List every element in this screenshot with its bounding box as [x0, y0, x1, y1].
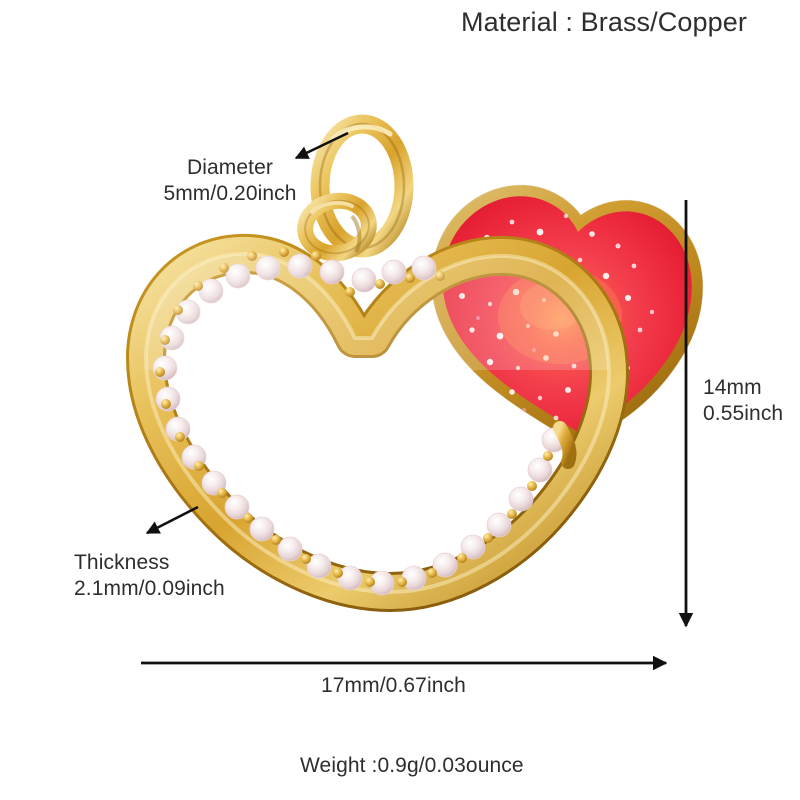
thickness-leader-arrow	[145, 505, 199, 535]
thickness-annotation-label: Thickness 2.1mm/0.09inch	[74, 551, 225, 600]
weight-label: Weight :0.9g/0.03ounce	[300, 754, 524, 777]
material-label: Material : Brass/Copper	[461, 7, 747, 37]
jump-ring-group	[297, 114, 414, 262]
heart-connector	[553, 421, 577, 469]
diameter-leader-arrow	[294, 131, 349, 160]
width-dimension-label: 17mm/0.67inch	[321, 674, 466, 697]
jump-ring-lower	[297, 192, 377, 262]
diameter-annotation-label: Diameter 5mm/0.20inch	[163, 156, 297, 205]
height-dimension-label: 14mm 0.55inch	[703, 376, 784, 425]
pave-stone-row	[152, 247, 567, 596]
